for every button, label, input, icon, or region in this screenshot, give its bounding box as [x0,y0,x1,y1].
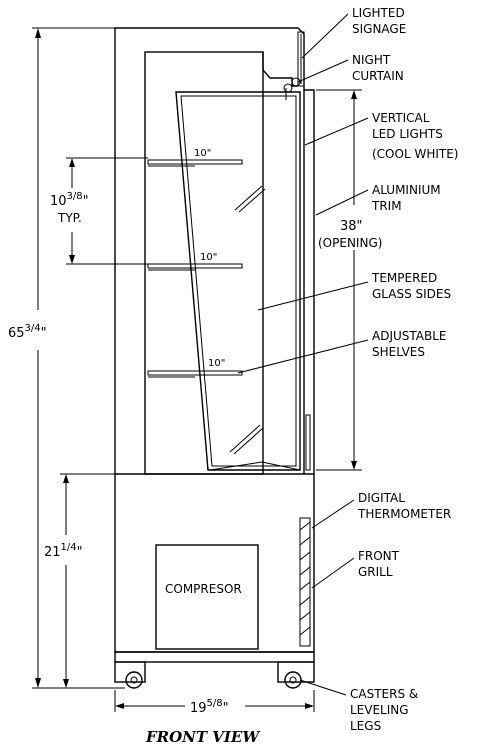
opening-label: (OPENING) [318,236,382,250]
base-height-label: 211/4" [44,542,83,560]
svg-text:SHELVES: SHELVES [372,345,425,359]
shelf-depth-label: 10" [194,148,211,159]
opening-dimension [316,89,362,471]
callout-aluminium-trim: ALUMINIUM TRIM [371,183,441,213]
svg-text:ADJUSTABLE: ADJUSTABLE [372,329,447,343]
door-handle [305,414,311,471]
svg-text:ALUMINIUM: ALUMINIUM [372,183,441,197]
front-grill [299,517,311,647]
svg-text:CURTAIN: CURTAIN [352,69,404,83]
svg-text:LED LIGHTS: LED LIGHTS [372,127,443,141]
typical-label: TYP. [57,211,82,225]
shelf [147,263,243,271]
svg-text:SIGNAGE: SIGNAGE [352,22,406,36]
callout-vertical-led: VERTICAL LED LIGHTS (COOL WHITE) [372,111,458,161]
overall-height-label: 653/4" [8,323,47,341]
base-plinth [114,651,315,683]
callout-adjustable-shelves: ADJUSTABLE SHELVES [372,329,447,359]
view-title: FRONT VIEW [145,728,261,746]
callout-digital-thermometer: DIGITAL THERMOMETER [357,491,451,521]
night-curtain-roller [283,77,301,100]
svg-text:GRILL: GRILL [358,565,393,579]
compressor-box [155,544,259,650]
cabinet-outline [114,27,315,653]
svg-text:LEVELING: LEVELING [350,703,409,717]
caster-wheel [125,671,302,689]
overall-height-dimension [32,27,125,689]
svg-text:NIGHT: NIGHT [352,53,391,67]
shelf-spacing-label: 103/8" [50,191,89,209]
shelf-depth-label: 10" [200,252,217,263]
shelf [147,370,243,378]
svg-text:(COOL WHITE): (COOL WHITE) [372,147,458,161]
callout-casters: CASTERS & LEVELING LEGS [350,687,418,733]
callout-leaders [237,13,369,696]
compressor-label: COMPRESOR [165,582,242,596]
callout-front-grill: FRONT GRILL [358,549,400,579]
shelf-spacing-dimension [66,157,148,265]
svg-text:THERMOMETER: THERMOMETER [357,507,451,521]
svg-text:TRIM: TRIM [371,199,402,213]
glass-reflection-mark [229,185,266,455]
callout-lighted-signage: LIGHTED SIGNAGE [352,6,406,36]
svg-text:CASTERS &: CASTERS & [350,687,418,701]
width-dimension [114,690,315,712]
opening-value: 38" [340,219,363,234]
svg-text:FRONT: FRONT [358,549,400,563]
shelf-depth-label: 10" [208,358,225,369]
width-label: 195/8" [190,698,229,716]
svg-text:LEGS: LEGS [350,719,381,733]
shelf [147,159,243,167]
svg-text:VERTICAL: VERTICAL [372,111,430,125]
signage-panel [297,31,305,87]
svg-text:LIGHTED: LIGHTED [352,6,405,20]
base-height-dimension [60,473,115,688]
callout-night-curtain: NIGHT CURTAIN [352,53,404,83]
svg-text:TEMPERED: TEMPERED [371,271,437,285]
svg-text:DIGITAL: DIGITAL [358,491,405,505]
callout-tempered-glass: TEMPERED GLASS SIDES [371,271,451,301]
svg-text:GLASS SIDES: GLASS SIDES [372,287,451,301]
